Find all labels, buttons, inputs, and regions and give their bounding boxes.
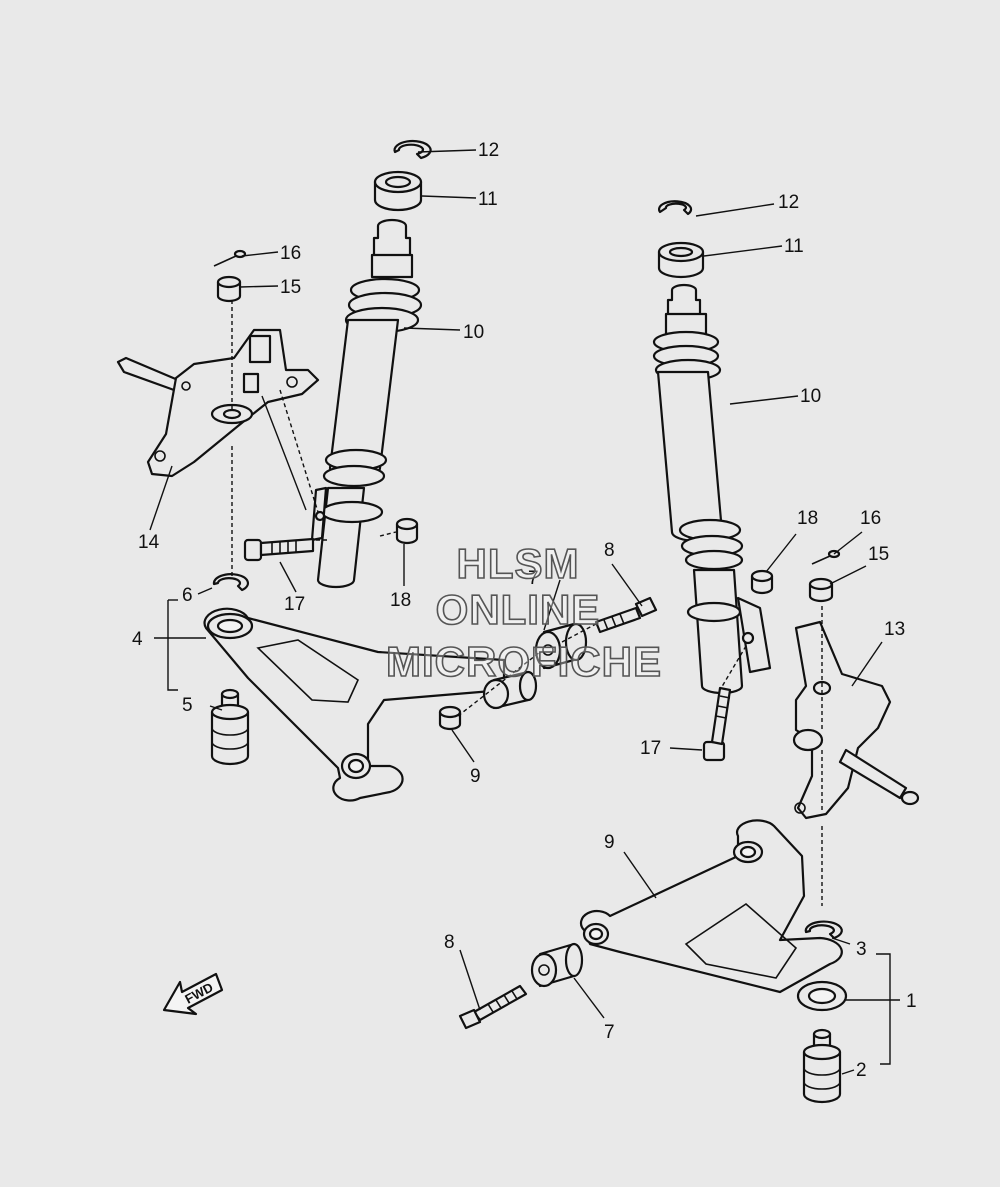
callout-5: 5: [182, 695, 193, 716]
callout-17-left: 17: [284, 594, 305, 615]
circlip-3: [804, 920, 843, 940]
bushing-right: [530, 942, 584, 988]
callout-18-right: 18: [797, 508, 818, 529]
callout-3: 3: [856, 939, 867, 960]
castle-nut-right: [808, 577, 834, 603]
callout-10-left: 10: [463, 322, 484, 343]
bolt-left: [243, 537, 315, 562]
callout-1: 1: [906, 991, 917, 1012]
nut-right: [750, 569, 774, 595]
bolt-8-right: [458, 984, 528, 1030]
watermark: HLSM ONLINE MICROFICHE: [385, 539, 662, 686]
callout-2: 2: [856, 1060, 867, 1081]
watermark-line-1: HLSM: [457, 540, 580, 587]
steering-knuckle-right: [792, 620, 920, 820]
callout-6: 6: [182, 585, 193, 606]
lower-arm-right: [579, 819, 848, 1012]
callout-15-left: 15: [280, 277, 301, 298]
callout-12-right: 12: [778, 192, 799, 213]
shock-absorber-right: [652, 283, 772, 695]
callout-4: 4: [132, 629, 143, 650]
bolt-right: [702, 686, 732, 762]
circlip-right: [657, 200, 693, 216]
callout-15-right: 15: [868, 544, 889, 565]
callout-16-right: 16: [860, 508, 881, 529]
callout-10-right: 10: [800, 386, 821, 407]
callout-9-left: 9: [470, 766, 481, 787]
lower-arm-left: [203, 607, 506, 802]
callout-8-left: 8: [604, 540, 615, 561]
ball-joint-left: [210, 688, 250, 766]
nut-9-left: [438, 705, 462, 731]
callout-14: 14: [138, 532, 160, 553]
callout-17-right: 17: [640, 738, 661, 759]
steering-knuckle-left: [116, 328, 320, 478]
callout-12-left: 12: [478, 140, 499, 161]
callout-11-right: 11: [784, 236, 804, 257]
spring-collar-left: [373, 170, 423, 212]
callout-8-right: 8: [444, 932, 455, 953]
fwd-arrow-icon: FWD: [162, 972, 224, 1016]
callout-7-left: 7: [528, 568, 539, 589]
circlip-6: [212, 573, 249, 592]
callout-11-left: 11: [478, 189, 498, 210]
watermark-line-3: MICROFICHE: [386, 638, 662, 685]
cotter-pin-left: [213, 249, 247, 267]
bushing-left-upper: [534, 622, 588, 670]
callout-9-right: 9: [604, 832, 615, 853]
shock-absorber-left: [310, 218, 423, 589]
nut-left: [395, 517, 419, 545]
callout-13: 13: [884, 619, 905, 640]
callout-18-left: 18: [390, 590, 411, 611]
castle-nut-left: [216, 275, 242, 303]
watermark-line-2: ONLINE: [436, 586, 601, 633]
ball-joint-right: [802, 1028, 842, 1104]
callout-16-left: 16: [280, 243, 301, 264]
spring-collar-right: [657, 241, 705, 279]
bolt-8-left: [594, 596, 658, 634]
callout-numbers: 12 11 16 15 10 14 17 18 6 4 5 9 7 8 12 1…: [132, 140, 917, 1081]
circlip-left: [393, 139, 432, 160]
leader-lines: [149, 149, 900, 1075]
callout-7-right: 7: [604, 1022, 615, 1043]
